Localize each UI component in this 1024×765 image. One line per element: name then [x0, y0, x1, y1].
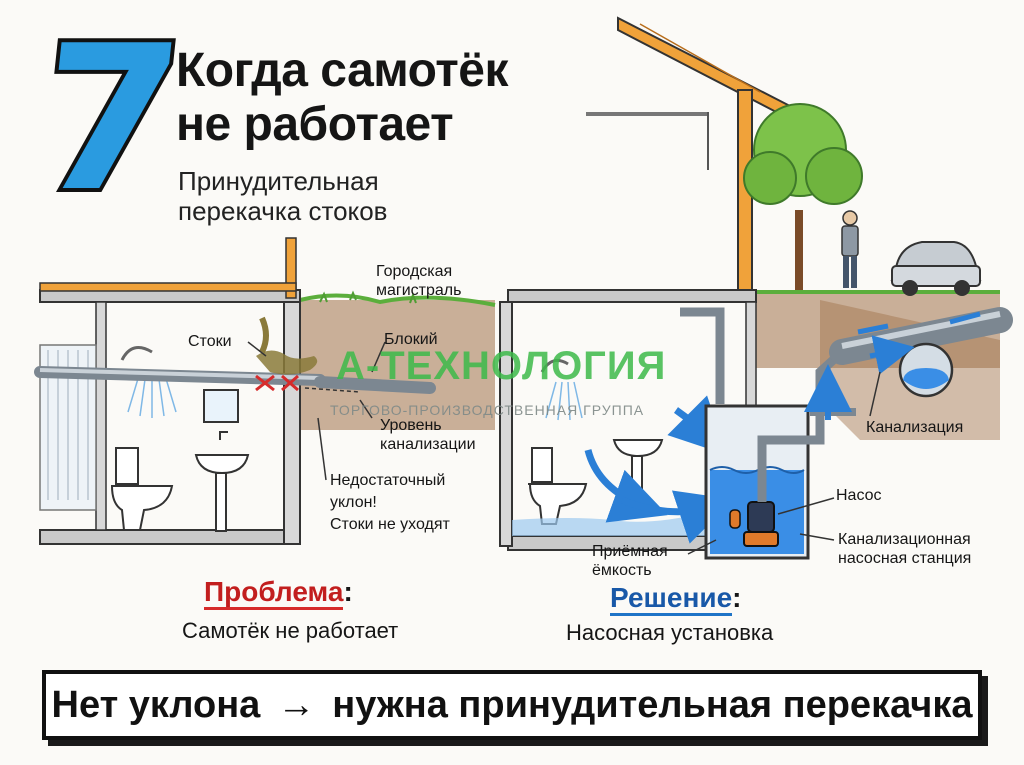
solution-caption: Насосная установка: [566, 620, 774, 645]
label-pump-station-line-2: насосная станция: [838, 550, 972, 567]
problem-heading-colon: :: [343, 576, 353, 607]
problem-heading-text: Проблема: [204, 576, 344, 610]
label-city-main-line-2: магистраль: [376, 282, 462, 299]
label-waste: Стоки: [188, 333, 232, 350]
title-line-2: не работает: [176, 98, 454, 151]
subtitle-line-2: перекачка стоков: [178, 196, 388, 226]
label-city-main-line-1: Городская: [376, 263, 453, 280]
page-subtitle: Принудительная перекачка стоков: [178, 166, 388, 226]
label-receiving-tank-line-2: ёмкость: [592, 562, 652, 579]
label-city-main: Городская магистраль: [376, 262, 461, 300]
section-number: 7: [24, 0, 196, 240]
conclusion-left: Нет уклона: [51, 683, 261, 726]
label-sewer-level: Уровень канализации: [380, 416, 476, 454]
right-building: [499, 16, 1013, 560]
label-slope-line-1: Недостаточный: [330, 472, 446, 489]
label-slope-line-3: Стоки не уходят: [330, 516, 450, 533]
problem-caption: Самотёк не работает: [182, 618, 399, 643]
subtitle-line-1: Принудительная: [178, 166, 379, 196]
solution-heading-colon: :: [732, 582, 742, 613]
label-sewer-level-line-2: канализации: [380, 436, 476, 453]
label-pump-station-line-1: Канализационная: [838, 531, 971, 548]
left-building: [34, 237, 496, 545]
page-title: Когда самотёк не работает: [176, 44, 508, 152]
conclusion-right: нужна принудительная перекачка: [332, 683, 973, 726]
brand-tagline: ТОРГОВО-ПРОИЗВОДСТВЕННАЯ ГРУППА: [330, 402, 645, 418]
label-receiving-tank-line-1: Приёмная: [592, 543, 668, 560]
solution-heading-text: Решение: [610, 582, 733, 616]
conclusion-arrow: →: [277, 683, 316, 726]
label-slope-line-2: уклон!: [330, 494, 377, 511]
label-pump-station: Канализационная насосная станция: [838, 530, 971, 568]
brand-watermark: А-ТЕХНОЛОГИЯ: [336, 344, 667, 388]
solution-heading: Решение:: [610, 582, 742, 616]
label-sewer: Канализация: [866, 419, 964, 436]
conclusion-banner: Нет уклона → нужна принудительная перека…: [42, 670, 982, 740]
label-slope: Недостаточный уклон! Стоки не уходят: [330, 470, 450, 536]
label-receiving-tank: Приёмная ёмкость: [592, 542, 668, 580]
label-sewer-level-line-1: Уровень: [380, 417, 442, 434]
label-blockage: Блокий: [384, 331, 438, 348]
label-pump: Насос: [836, 487, 882, 504]
problem-heading: Проблема:: [204, 576, 353, 610]
title-line-1: Когда самотёк: [176, 44, 508, 97]
